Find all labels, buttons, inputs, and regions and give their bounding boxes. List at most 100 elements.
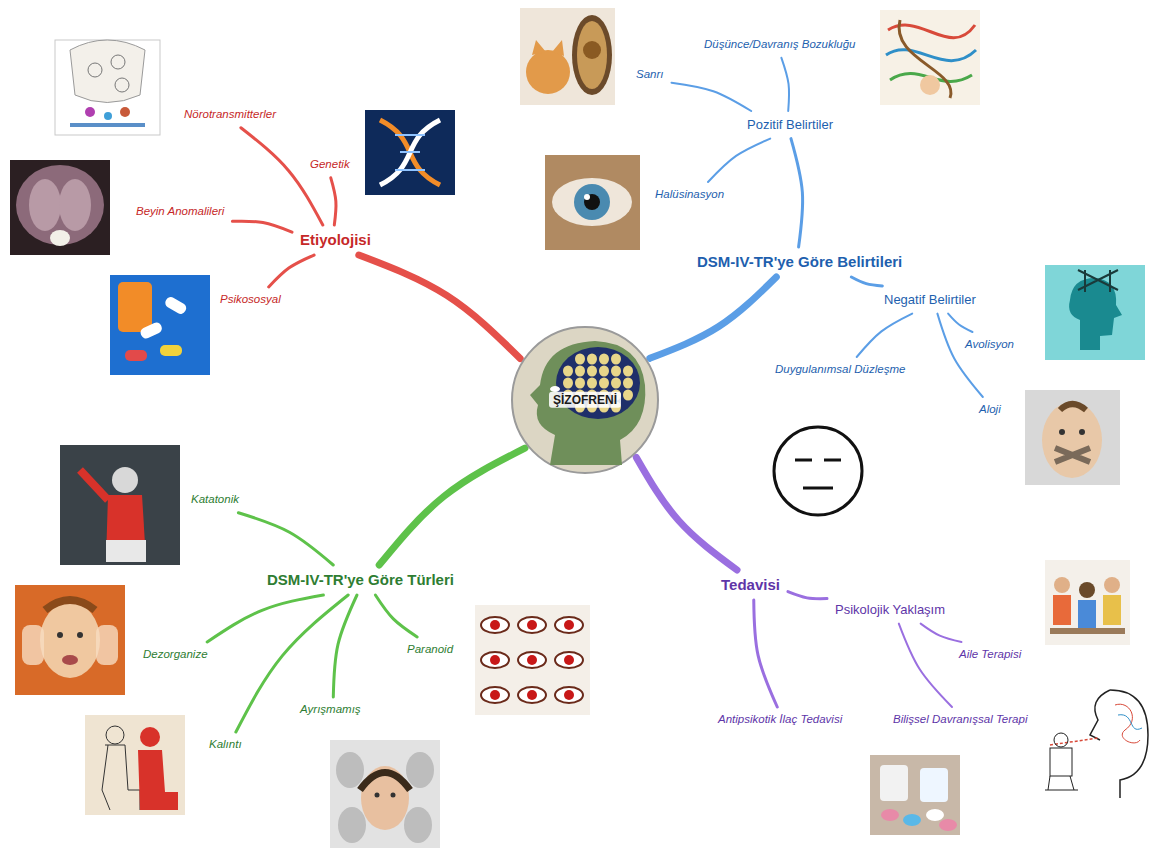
catatonic-picture [60,445,180,565]
node-text: Genetik [310,158,350,172]
catatonic-picture-part [60,445,180,565]
central-topic: ŞİZOFRENİ [510,325,660,475]
branch-label: Tedavisi [717,574,784,596]
undifferentiated-picture-part [361,766,409,830]
undifferentiated-picture-part [336,752,364,788]
cat-mirror-picture-part [520,8,615,105]
dna-picture-part [380,120,440,185]
leaf-label: Genetik [306,156,354,174]
neuron-picture-part [104,112,112,120]
undifferentiated-picture-part [330,740,440,848]
puppet-head-picture-part [1045,265,1145,360]
leaf-label: Aile Terapisi [955,646,1025,664]
face-blob [575,354,585,365]
disorganized-picture-part [96,625,118,665]
leaf-label: Düşünce/Davranış Bozukluğu [700,36,860,54]
sub-branch [921,624,962,642]
brain-slice-picture-part [10,160,110,255]
node-text: Halüsinasyon [655,188,724,202]
node-text: Katatonik [191,493,239,507]
dna-picture-part [365,110,455,195]
sub-branch [851,277,882,286]
neutral-face-picture-part [774,427,862,515]
neuron-picture-part [70,123,145,127]
family-therapy-picture [1045,560,1130,645]
pills-picture-part [110,275,210,375]
residual-picture-part [106,726,124,744]
medicine-picture-part [920,768,948,802]
node-text: Aloji [979,403,1001,417]
face-blob [623,378,633,389]
eye-picture-part [584,194,590,200]
disorganized-picture [15,585,125,695]
taped-mouth-picture-part [1060,404,1086,410]
tangle-picture-part [886,50,976,61]
eyes-picture-part [518,617,546,633]
face-blob [599,354,609,365]
sub-branch-label: Negatif Belirtiler [880,290,980,310]
eyes-picture-part [555,652,583,668]
family-therapy-picture-part [1053,595,1071,625]
puppet-head-picture-part [1078,270,1118,292]
leaf-label: Katatonik [187,491,243,509]
face-blob [587,378,597,389]
leaf-label: Paranoid [403,641,457,659]
catatonic-picture-part [80,470,108,500]
leaf-label: Dezorganize [139,646,212,664]
face-blob [611,366,621,377]
pills-picture [110,275,210,375]
family-therapy-picture-part [1104,577,1120,593]
eye-picture-part [574,184,610,220]
disorganized-picture-part [15,585,125,695]
face-blob [587,366,597,377]
sub-branch [232,221,292,232]
cbt-picture-part [1118,715,1142,730]
residual-picture-part [102,745,140,810]
face-blob [611,378,621,389]
eyes-picture-part [490,620,500,630]
sub-branch [788,592,827,599]
eyes-picture-part [527,690,537,700]
undifferentiated-picture-part [391,793,396,798]
leaf-label: Duygulanımsal Düzleşme [771,361,909,379]
eyes-picture-part [481,652,509,668]
node-text: Duygulanımsal Düzleşme [775,363,905,377]
eyes-picture-part [475,605,590,715]
sub-branch-label: Psikolojik Yaklaşım [831,600,949,620]
undifferentiated-picture [330,740,440,848]
node-text: Negatif Belirtiler [884,292,976,308]
sub-branch [333,595,357,697]
family-therapy-picture-part [1078,600,1096,628]
taped-mouth-picture-part [1079,429,1085,435]
tangle-picture-part [899,20,951,98]
brain-slice-picture-part [16,165,104,245]
family-therapy-picture-part [1045,560,1130,645]
sub-branch [331,178,336,225]
eyes-picture-part [481,617,509,633]
tangle-picture [880,10,980,105]
node-text: Dezorganize [143,648,208,662]
sub-branch [375,595,417,637]
node-text: Psikososyal [220,293,281,307]
dna-picture [365,110,455,195]
cbt-picture-part [1110,690,1148,798]
eyes-picture-part [518,652,546,668]
sub-branch [948,314,972,332]
cat-mirror-picture-part [583,41,601,59]
eyes-picture-part [564,690,574,700]
node-text: Bilişsel Davranışsal Terapi [893,713,1027,727]
leaf-label: Bilişsel Davranışsal Terapi [889,711,1031,729]
branch-label: Etiyolojisi [296,229,375,251]
dna-picture-part [395,135,425,170]
pills-picture-part [139,321,164,340]
cat-mirror-picture-part [532,40,564,56]
neuron-picture-part [85,107,95,117]
cat-mirror-picture [520,8,615,105]
tangle-picture-part [880,10,980,105]
medicine-picture-part [880,765,908,801]
undifferentiated-picture-part [375,793,380,798]
family-therapy-picture-part [1103,595,1121,625]
cat-mirror-picture-part [572,15,612,95]
face-blob [599,366,609,377]
